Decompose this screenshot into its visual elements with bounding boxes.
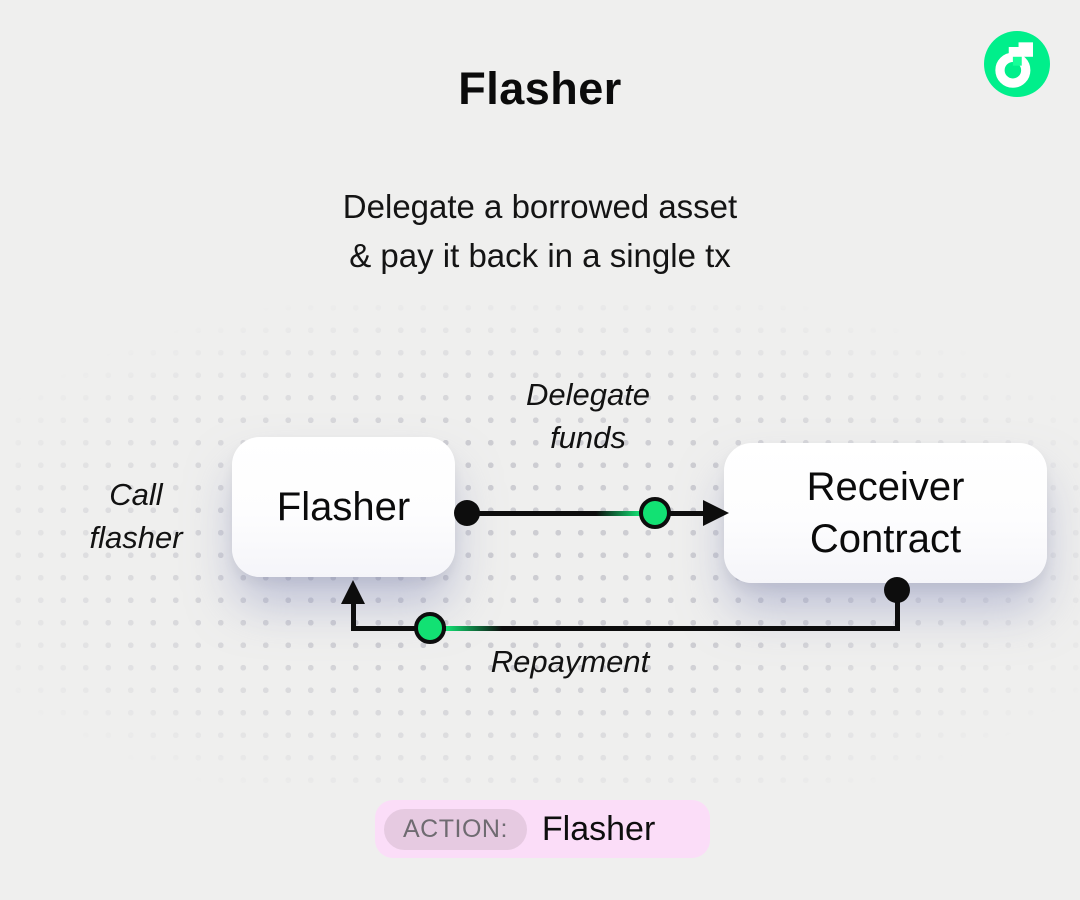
action-bar: ACTION: Flasher: [375, 800, 710, 858]
node-flasher: Flasher: [232, 437, 455, 577]
repayment-edge-line-horizontal: [351, 626, 900, 631]
flow-logo-icon: [984, 31, 1050, 97]
call-flasher-label: Call flasher: [89, 477, 183, 555]
delegate-edge-green-trail: [596, 511, 640, 516]
repayment-edge-green-trail: [446, 626, 502, 631]
delegate-edge-line: [467, 511, 710, 516]
delegate-funds-label: Delegate funds: [525, 377, 651, 455]
page-title: Flasher: [458, 63, 622, 114]
page-subtitle: Delegate a borrowed asset & pay it back …: [342, 188, 738, 274]
action-badge: ACTION:: [384, 808, 527, 850]
repayment-edge-start-dot: [884, 577, 910, 603]
repayment-arrowhead-icon: [341, 580, 365, 604]
delegate-arrowhead-icon: [703, 500, 729, 526]
action-value: Flasher: [541, 809, 656, 848]
repayment-edge-line-down: [895, 590, 900, 631]
repayment-label: Repayment: [490, 644, 650, 679]
delegate-edge-green-marker: [639, 497, 671, 529]
node-receiver-contract: Receiver Contract: [724, 443, 1047, 583]
repayment-edge-line-up: [351, 601, 356, 631]
repayment-edge-green-marker: [414, 612, 446, 644]
delegate-edge-start-dot: [454, 500, 480, 526]
